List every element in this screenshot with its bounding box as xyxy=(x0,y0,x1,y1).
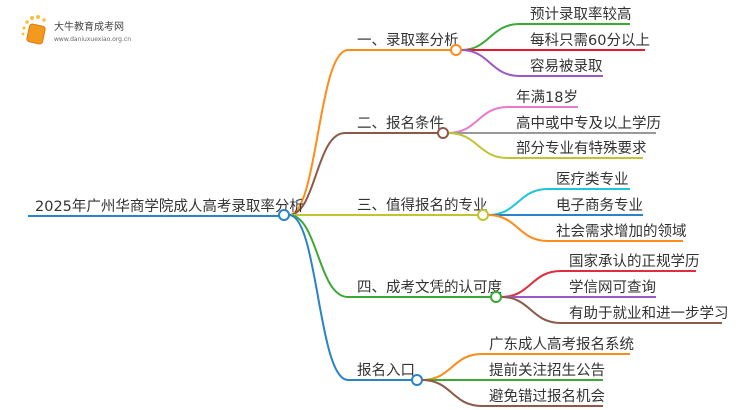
leaf-topic[interactable]: 有助于就业和进一步学习 xyxy=(569,305,729,322)
root-topic[interactable]: 2025年广州华商学院成人高考录取率分析 xyxy=(35,198,304,215)
branch-collapse-toggle[interactable] xyxy=(437,127,449,139)
logo-name: 大牛教育成考网 xyxy=(54,20,124,33)
leaf-topic[interactable]: 国家承认的正规学历 xyxy=(569,253,700,270)
leaf-topic[interactable]: 学信网可查询 xyxy=(569,279,656,296)
leaf-topic[interactable]: 容易被录取 xyxy=(530,58,603,75)
leaf-topic[interactable]: 医疗类专业 xyxy=(556,171,629,188)
logo: 大牛教育成考网 www.daniuxuexiao.org.cn xyxy=(21,15,131,45)
leaf-topic[interactable]: 提前关注招生公告 xyxy=(489,362,605,379)
leaf-topic[interactable]: 电子商务专业 xyxy=(556,197,643,214)
branch-1: 一、录取率分析 预计录取率较高 每科只需60分以上 容易被录取 xyxy=(357,5,650,77)
branch-topic[interactable]: 一、录取率分析 xyxy=(357,32,459,49)
branch-collapse-toggle[interactable] xyxy=(450,44,462,56)
branch-collapse-toggle[interactable] xyxy=(477,209,489,221)
branch-topic[interactable]: 二、报名条件 xyxy=(357,115,444,132)
connector-branch-1 xyxy=(288,49,452,216)
leaf-topic[interactable]: 广东成人高考报名系统 xyxy=(489,336,634,353)
branch-topic[interactable]: 四、成考文凭的认可度 xyxy=(357,279,502,296)
branch-3: 三、值得报名的专业 医疗类专业 电子商务专业 社会需求增加的领域 xyxy=(357,171,687,242)
leaf-topic[interactable]: 高中或中专及以上学历 xyxy=(516,115,661,132)
branch-2: 二、报名条件 年满18岁 高中或中专及以上学历 部分专业有特殊要求 xyxy=(357,89,661,159)
logo-url: www.daniuxuexiao.org.cn xyxy=(54,36,131,43)
connector-branch-2 xyxy=(288,132,439,216)
leaf-topic[interactable]: 年满18岁 xyxy=(516,89,578,106)
book-logo-icon xyxy=(21,15,46,45)
branch-collapse-toggle[interactable] xyxy=(411,374,423,386)
connector-branch-4 xyxy=(288,214,492,298)
leaf-topic[interactable]: 社会需求增加的领域 xyxy=(556,223,687,240)
branch-topic[interactable]: 三、值得报名的专业 xyxy=(357,197,488,214)
leaf-topic[interactable]: 避免错过报名机会 xyxy=(489,388,605,405)
branch-topic[interactable]: 报名入口 xyxy=(357,362,415,379)
leaf-topic[interactable]: 部分专业有特殊要求 xyxy=(516,140,647,157)
branch-5: 报名入口 广东成人高考报名系统 提前关注招生公告 避免错过报名机会 xyxy=(357,336,634,407)
branch-collapse-toggle[interactable] xyxy=(490,291,502,303)
branch-4: 四、成考文凭的认可度 国家承认的正规学历 学信网可查询 有助于就业和进一步学习 xyxy=(357,253,729,324)
leaf-topic[interactable]: 每科只需60分以上 xyxy=(530,32,650,49)
connector-branch-5 xyxy=(288,214,413,381)
root-collapse-toggle[interactable] xyxy=(278,209,290,221)
leaf-topic[interactable]: 预计录取率较高 xyxy=(530,5,632,23)
